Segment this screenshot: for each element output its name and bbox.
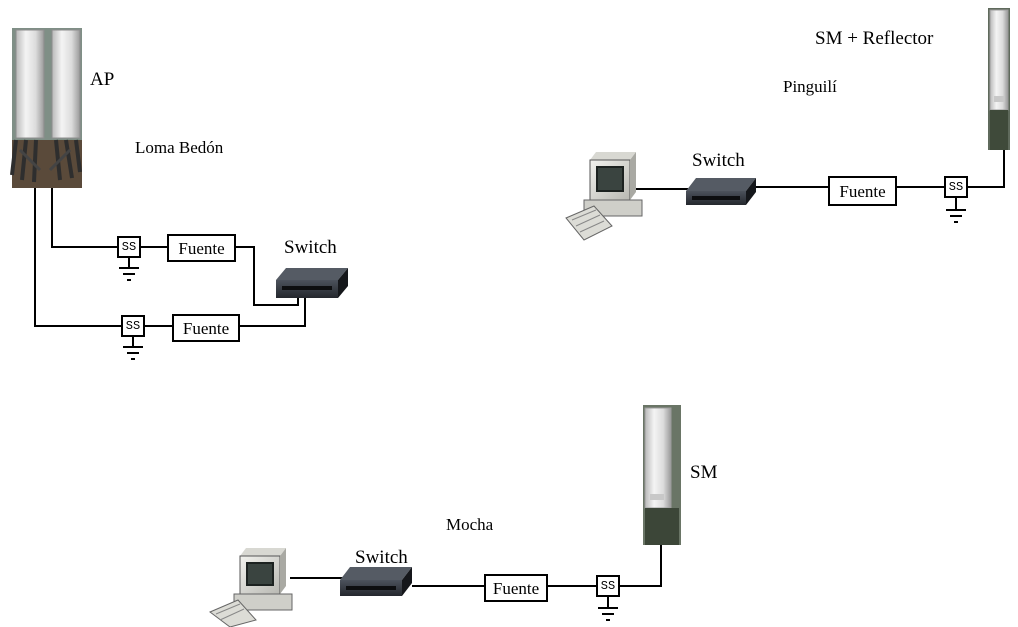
surge-protector-loma-2: SS bbox=[121, 315, 145, 337]
power-supply-mocha: Fuente bbox=[484, 574, 548, 602]
switch-label-mocha: Switch bbox=[355, 548, 408, 567]
surge-protector-mocha: SS bbox=[596, 575, 620, 597]
ground-symbol-mocha bbox=[598, 597, 618, 620]
computer-icon-pinguili bbox=[566, 152, 642, 240]
ap-label: AP bbox=[90, 70, 114, 89]
surge-protector-loma-1: SS bbox=[117, 236, 141, 258]
switch-icon-loma bbox=[276, 268, 348, 298]
site-name-pinguili: Pinguilí bbox=[783, 78, 837, 95]
ground-symbols-loma bbox=[119, 258, 143, 359]
switch-label-loma: Switch bbox=[284, 238, 337, 257]
sm-antenna-icon bbox=[643, 405, 681, 545]
switch-icon-mocha bbox=[340, 567, 412, 596]
sm-reflector-antenna-icon bbox=[988, 8, 1010, 150]
computer-icon-mocha bbox=[210, 548, 292, 627]
surge-protector-pinguili: SS bbox=[944, 176, 968, 198]
ground-symbol-pinguili bbox=[946, 198, 966, 222]
sm-label: SM bbox=[690, 463, 717, 482]
site-name-mocha: Mocha bbox=[446, 516, 493, 533]
power-supply-pinguili: Fuente bbox=[828, 176, 897, 206]
power-supply-loma-2: Fuente bbox=[172, 314, 240, 342]
switch-label-pinguili: Switch bbox=[692, 151, 745, 170]
sm-reflector-label: SM + Reflector bbox=[815, 29, 933, 48]
ap-antenna-icon bbox=[12, 28, 82, 188]
switch-icon-pinguili bbox=[686, 178, 756, 205]
site-name-loma-bedon: Loma Bedón bbox=[135, 139, 223, 156]
power-supply-loma-1: Fuente bbox=[167, 234, 236, 262]
